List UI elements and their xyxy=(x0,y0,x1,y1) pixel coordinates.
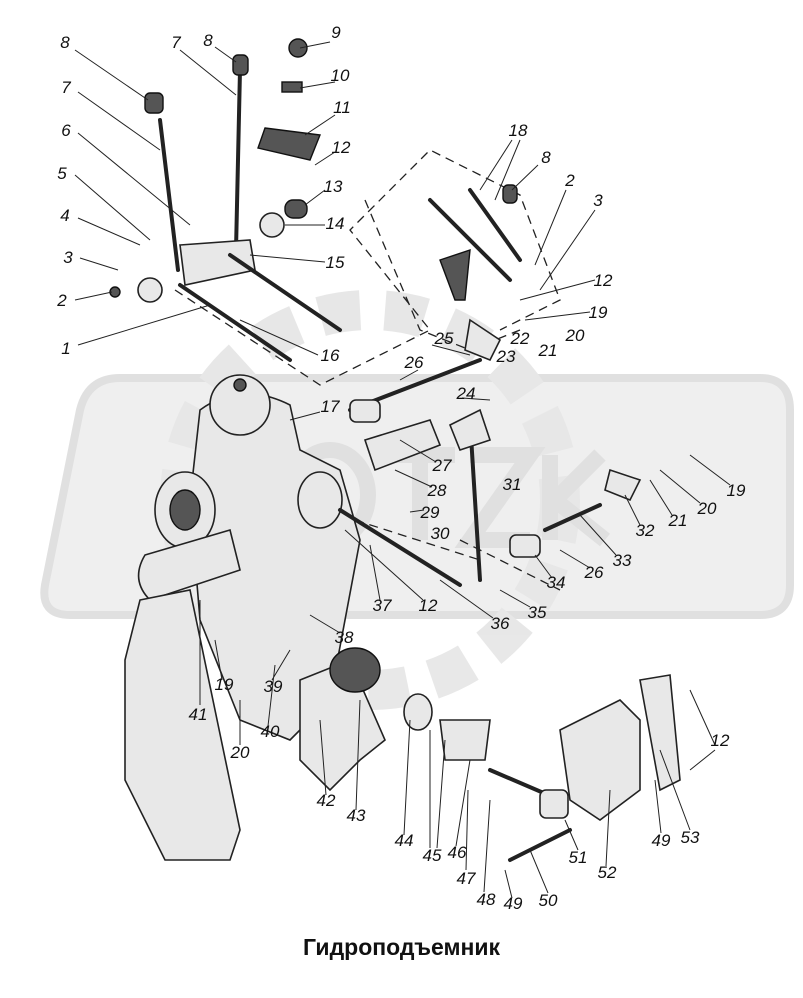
part-label: 8 xyxy=(541,148,551,167)
part-label: 37 xyxy=(373,596,392,615)
part-label: 23 xyxy=(496,347,516,366)
part-label: 18 xyxy=(509,121,528,140)
diagram-title: Гидроподъемник xyxy=(302,934,501,960)
part-label: 45 xyxy=(423,846,442,865)
dashed-group-outline xyxy=(174,149,561,386)
part-label: 30 xyxy=(431,524,450,543)
part-label: 20 xyxy=(230,743,250,762)
part-label: 41 xyxy=(189,705,208,724)
dashed-group-outline-inner xyxy=(364,199,521,351)
part-label: 12 xyxy=(594,271,613,290)
leader-lines xyxy=(74,41,731,899)
part-label: 27 xyxy=(432,456,452,475)
part-label: 25 xyxy=(434,329,454,348)
part-label: 5 xyxy=(57,164,67,183)
part-label: 22 xyxy=(510,329,530,348)
part-label: 36 xyxy=(491,614,510,633)
part-label: 12 xyxy=(419,596,438,615)
part-label: 12 xyxy=(332,138,351,157)
part-label: 34 xyxy=(547,573,566,592)
part-label: 44 xyxy=(395,831,414,850)
part-label: 39 xyxy=(264,677,283,696)
part-label: 7 xyxy=(171,33,181,52)
part-label: 32 xyxy=(636,521,655,540)
part-label: 43 xyxy=(347,806,366,825)
part-label: 19 xyxy=(589,303,608,322)
part-label: 19 xyxy=(215,675,234,694)
part-label: 33 xyxy=(613,551,632,570)
part-label: 15 xyxy=(326,253,345,272)
part-label: 40 xyxy=(261,722,280,741)
part-label: 50 xyxy=(539,891,558,910)
part-label: 20 xyxy=(565,326,585,345)
part-label: 31 xyxy=(503,475,522,494)
part-label: 8 xyxy=(203,31,213,50)
part-label: 48 xyxy=(477,890,496,909)
part-label: 19 xyxy=(727,481,746,500)
hydraulic-housing xyxy=(124,374,462,861)
part-label: 8 xyxy=(60,33,70,52)
part-label: 1 xyxy=(61,339,70,358)
part-label: 47 xyxy=(457,869,476,888)
part-label: 24 xyxy=(456,384,476,403)
part-label: 53 xyxy=(681,828,700,847)
part-labels: 8 7 8 9 10 11 12 13 14 15 16 1 2 3 4 5 6… xyxy=(56,23,746,913)
part-label: 42 xyxy=(317,791,336,810)
part-label: 52 xyxy=(598,863,617,882)
part-label: 10 xyxy=(331,66,350,85)
part-label: 46 xyxy=(448,843,467,862)
part-label: 3 xyxy=(63,248,73,267)
part-label: 2 xyxy=(564,171,575,190)
part-label: 26 xyxy=(584,563,604,582)
part-label: 9 xyxy=(331,23,341,42)
control-levers xyxy=(109,38,342,362)
part-label: 51 xyxy=(569,848,588,867)
right-assembly xyxy=(348,358,681,862)
part-label: 35 xyxy=(528,603,547,622)
part-label: 38 xyxy=(335,628,354,647)
part-label: 28 xyxy=(427,481,447,500)
part-label: 6 xyxy=(61,121,71,140)
linkage-18 xyxy=(428,184,522,362)
part-label: 2 xyxy=(56,291,67,310)
part-label: 26 xyxy=(404,353,424,372)
part-label: 21 xyxy=(668,511,688,530)
part-label: 12 xyxy=(711,731,730,750)
part-label: 3 xyxy=(593,191,603,210)
part-label: 17 xyxy=(321,397,340,416)
part-label: 49 xyxy=(652,831,671,850)
part-label: 16 xyxy=(321,346,340,365)
part-label: 4 xyxy=(60,206,69,225)
part-label: 14 xyxy=(326,214,345,233)
part-label: 29 xyxy=(420,503,440,522)
part-label: 13 xyxy=(324,177,343,196)
part-label: 21 xyxy=(538,341,558,360)
part-label: 11 xyxy=(333,98,351,117)
part-label: 7 xyxy=(61,78,71,97)
part-label: 49 xyxy=(504,894,523,913)
part-label: 20 xyxy=(697,499,717,518)
